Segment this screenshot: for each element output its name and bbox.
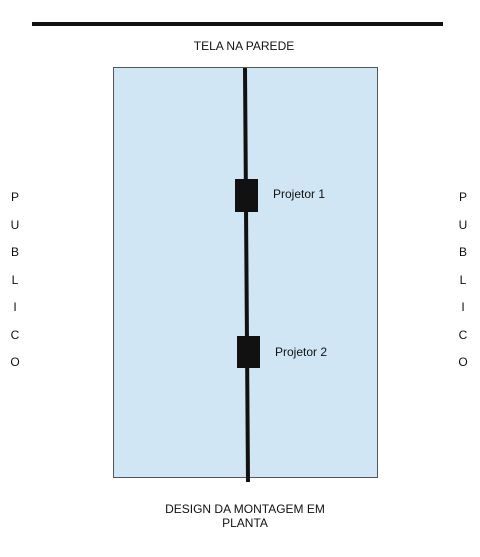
left-audience-letter: O bbox=[10, 355, 20, 369]
left-audience-letter: I bbox=[13, 300, 17, 314]
left-audience-letter: C bbox=[10, 327, 20, 342]
right-audience-letter: L bbox=[459, 272, 467, 287]
diagram-caption-line: DESIGN DA MONTAGEM EM bbox=[165, 502, 325, 516]
wall-screen-line bbox=[32, 22, 443, 26]
left-audience-label: P U B L I C O bbox=[8, 184, 22, 377]
wall-screen-label: TELA NA PAREDE bbox=[193, 39, 295, 53]
diagram-caption-line: PLANTA bbox=[222, 516, 268, 530]
right-audience-letter: I bbox=[461, 300, 465, 314]
right-audience-letter: B bbox=[458, 245, 467, 259]
projector-2-label: Projetor 2 bbox=[275, 345, 328, 359]
left-audience-letter: L bbox=[11, 272, 19, 287]
left-audience-letter: P bbox=[10, 190, 19, 204]
projector-2-icon bbox=[237, 336, 260, 368]
right-audience-label: P U B L I C O bbox=[456, 184, 470, 377]
right-audience-letter: U bbox=[458, 217, 468, 232]
right-audience-letter: C bbox=[458, 327, 468, 342]
right-audience-letter: P bbox=[458, 190, 467, 204]
center-axis-line bbox=[243, 67, 250, 483]
left-audience-letter: B bbox=[10, 245, 19, 259]
diagram-caption: DESIGN DA MONTAGEM EM PLANTA bbox=[140, 502, 350, 530]
projector-1-label: Projetor 1 bbox=[273, 187, 326, 201]
right-audience-letter: O bbox=[458, 355, 468, 369]
left-audience-letter: U bbox=[10, 217, 20, 232]
projector-1-icon bbox=[235, 179, 258, 212]
